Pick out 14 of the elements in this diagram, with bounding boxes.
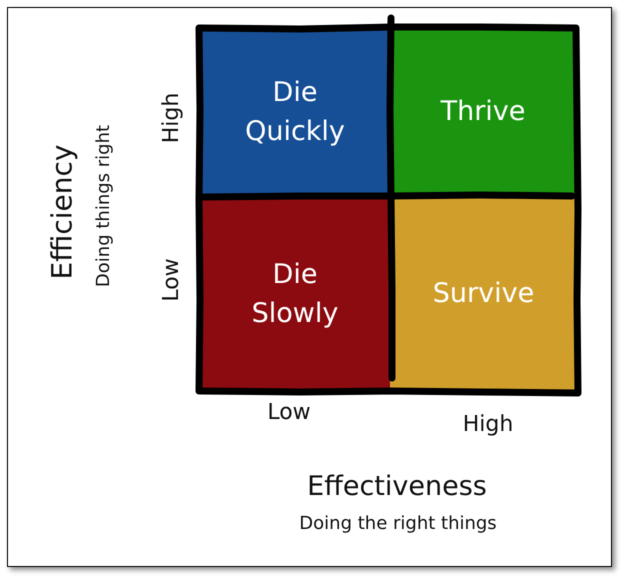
axis-tick-label: Low [160, 258, 184, 302]
quadrant-label: Thrive [440, 95, 526, 130]
axis-tick-label: High [462, 412, 514, 438]
quadrant-label: Die Quickly [244, 76, 346, 149]
axis-subtitle: Doing things right [94, 124, 114, 288]
axis-tick-label: Low [267, 400, 311, 426]
axis-title: Efficiency [48, 144, 78, 280]
axis-title: Effectiveness [307, 472, 487, 502]
quadrant [200, 28, 390, 196]
quadrant [390, 196, 577, 392]
axis-subtitle: Doing the right things [299, 514, 497, 534]
quadrant-label: Die Slowly [250, 258, 340, 331]
axis-tick-label: High [160, 92, 184, 144]
quadrant-label: Survive [432, 277, 534, 312]
